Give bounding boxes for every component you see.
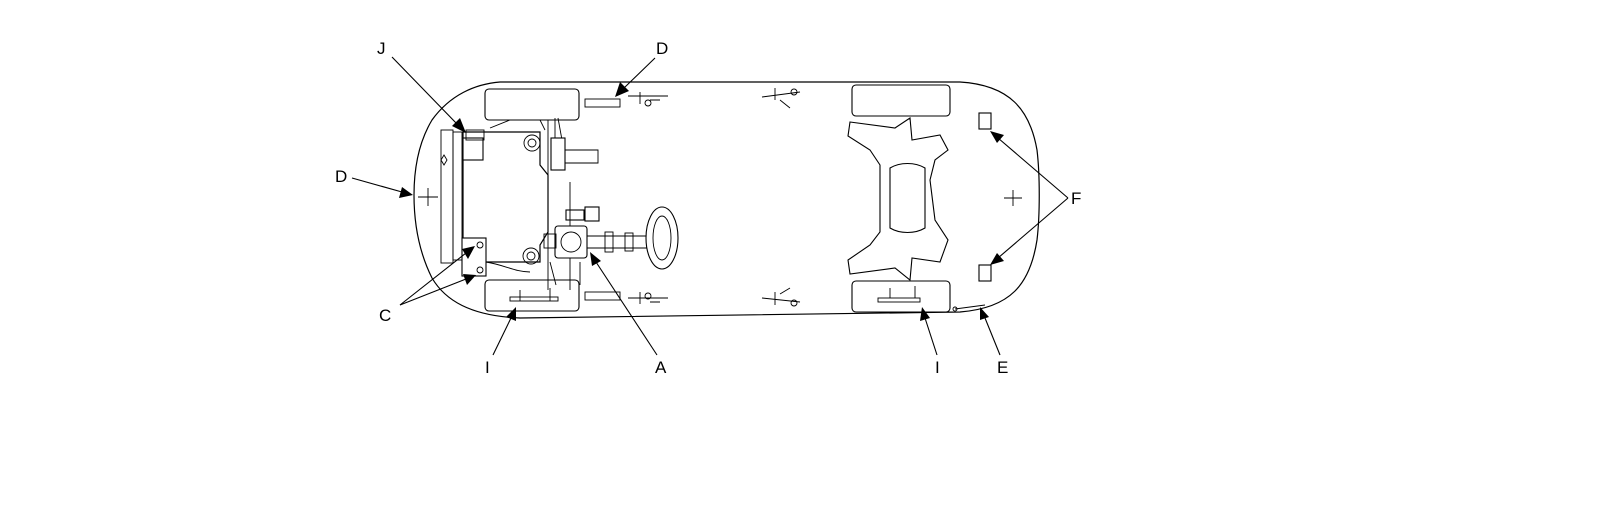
callout-c: C — [379, 306, 391, 325]
leader-lines — [351, 56, 1069, 356]
callout-a: A — [655, 358, 667, 377]
front-tow-point — [418, 188, 438, 206]
callout-d-left: D — [335, 167, 347, 186]
callout-j: J — [377, 39, 386, 58]
rear-subframe — [847, 117, 949, 303]
wheel-rear-right — [851, 280, 951, 313]
rear-fittings — [952, 112, 1022, 312]
car-body-outline — [413, 81, 1040, 319]
callout-d-top: D — [656, 39, 668, 58]
callout-i-rear: I — [935, 358, 940, 377]
wheel-front-left — [484, 88, 580, 121]
engine-assembly — [461, 119, 549, 277]
wheel-front-right — [484, 279, 580, 312]
mid-anchors — [761, 88, 801, 307]
steering-column — [543, 117, 679, 290]
callout-i-front: I — [485, 358, 490, 377]
callout-f: F — [1071, 189, 1081, 208]
wheel-rear-left — [851, 84, 951, 117]
callout-e: E — [997, 358, 1008, 377]
front-sensors — [509, 92, 668, 304]
radiator — [440, 129, 463, 264]
